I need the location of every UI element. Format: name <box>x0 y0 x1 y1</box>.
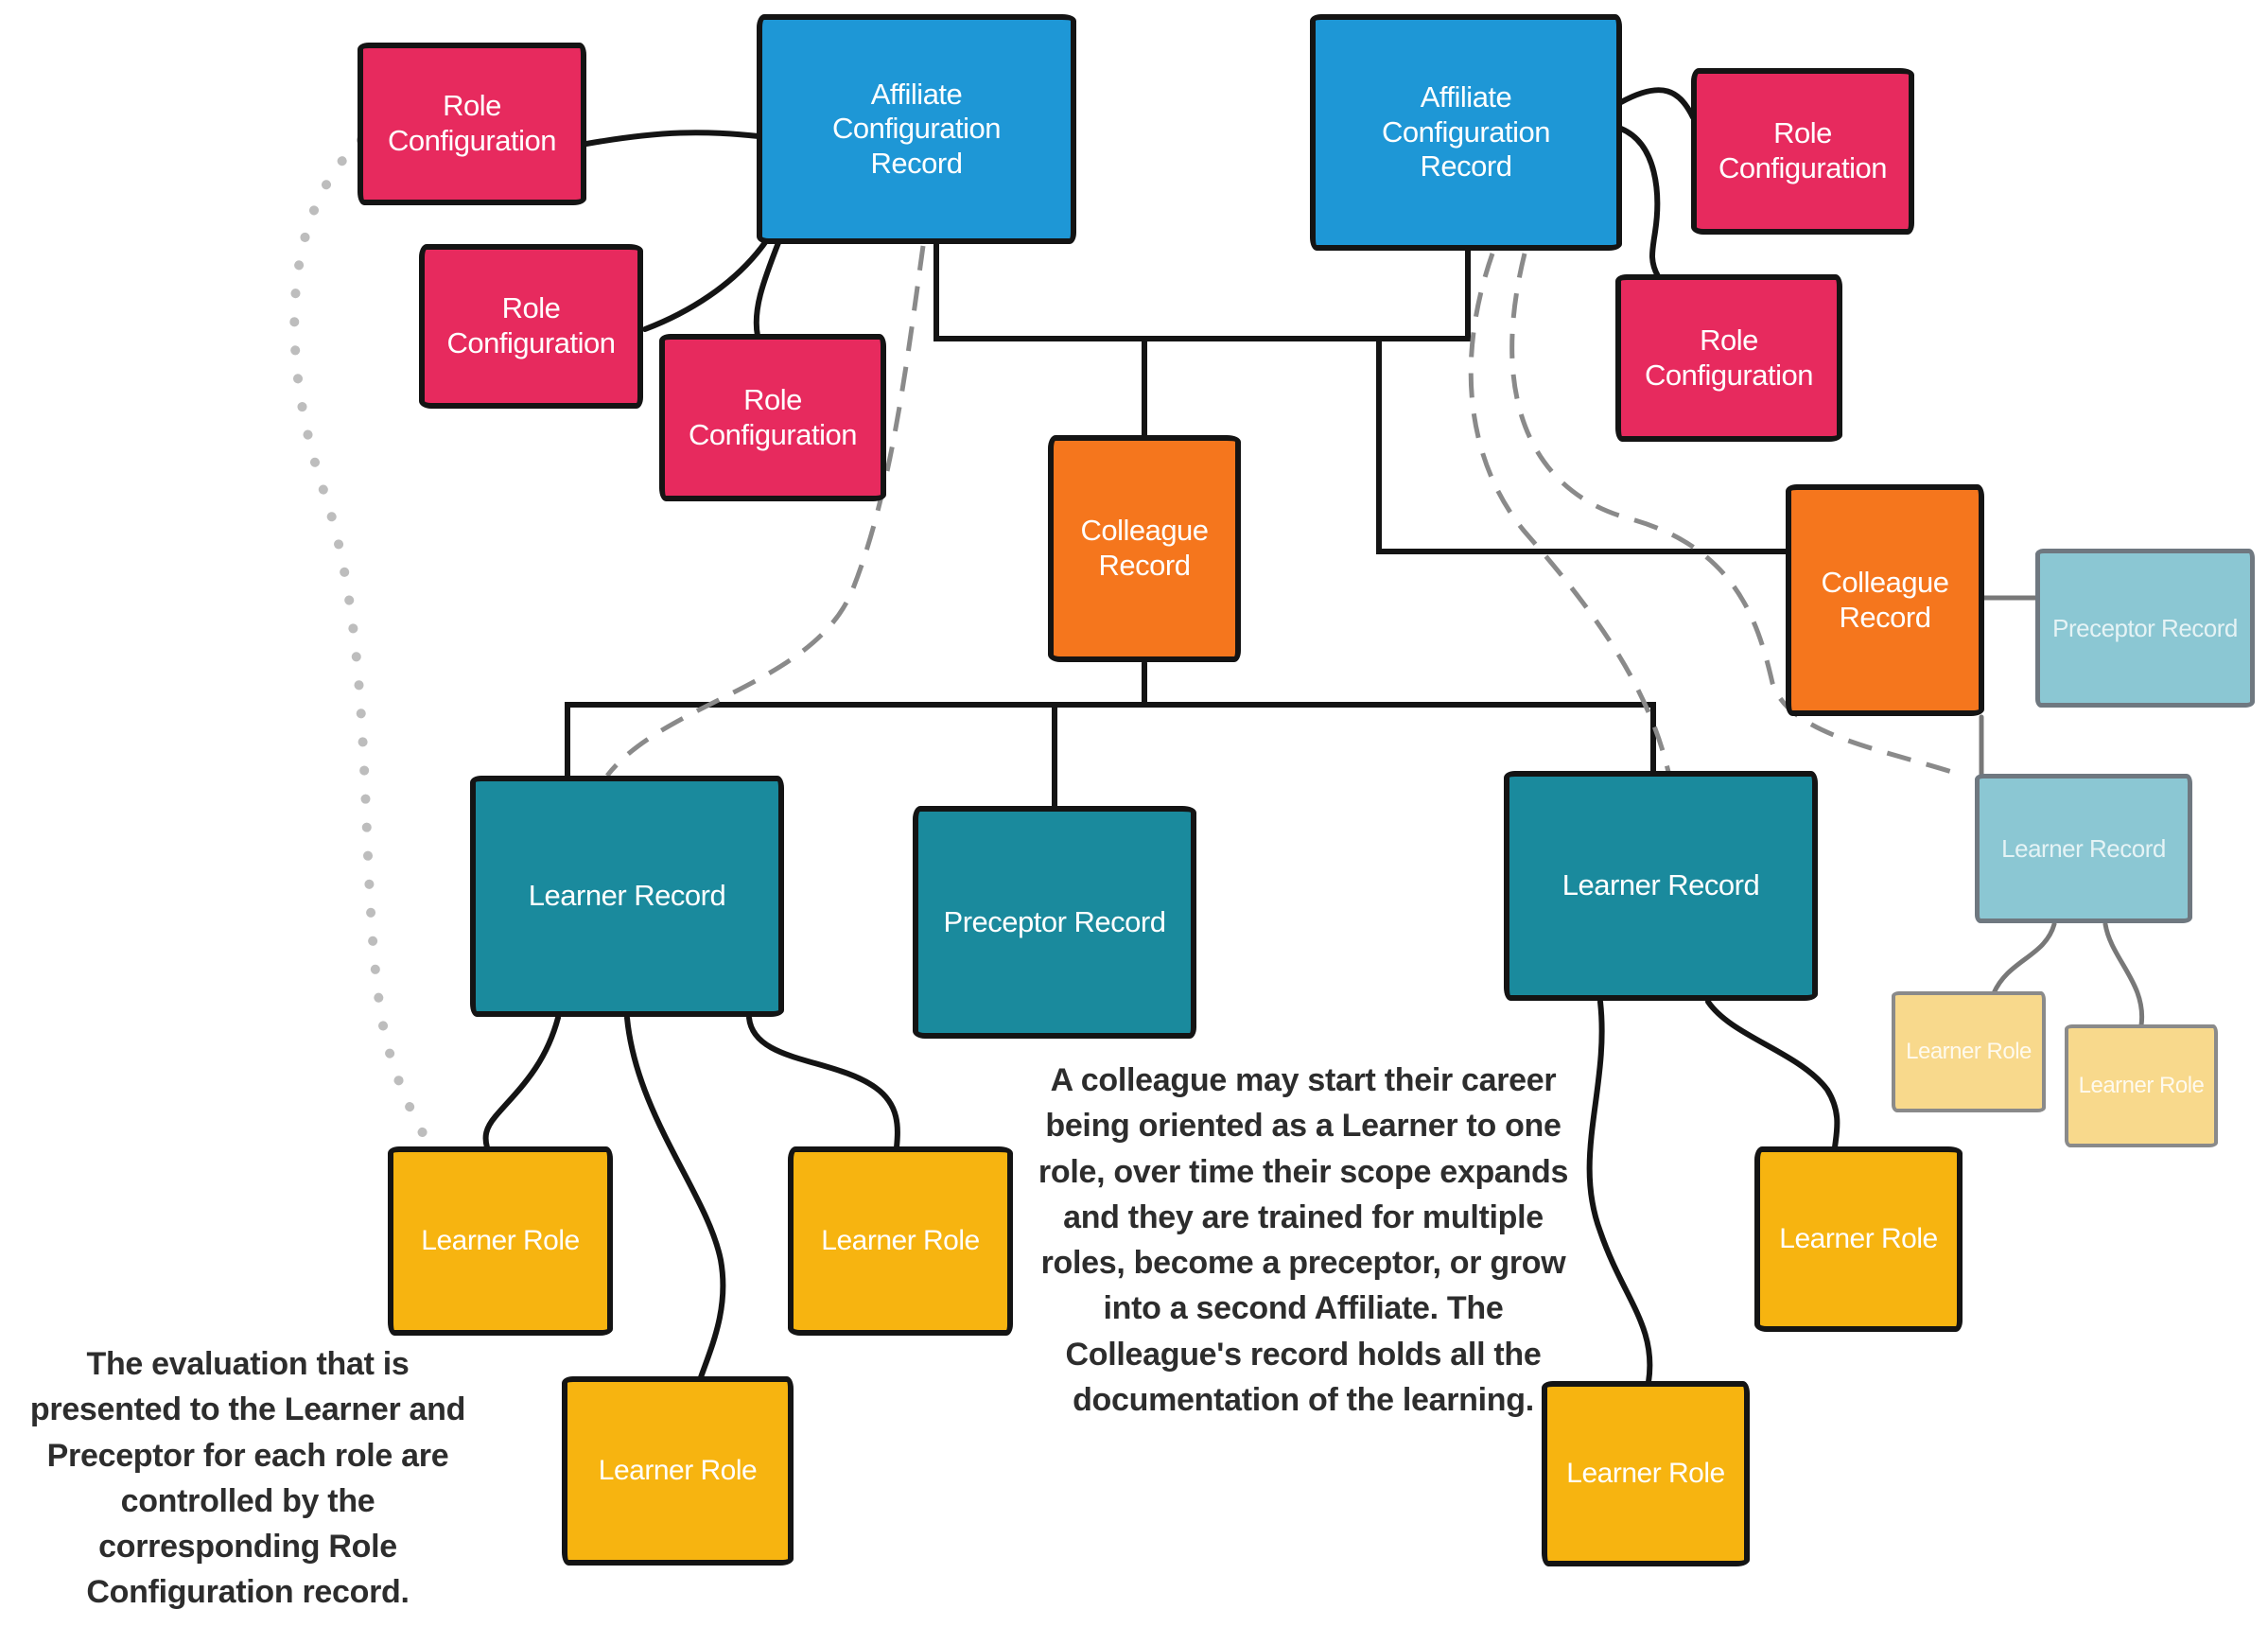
node-role-configuration-2: Role Configuration <box>419 244 643 409</box>
node-label: Learner Record <box>1561 868 1760 902</box>
node-label: Learner Record <box>2001 833 2166 863</box>
node-learner-role-2: Learner Role <box>788 1146 1013 1336</box>
note-left: The evaluation that is presented to the … <box>29 1346 466 1611</box>
node-label: Learner Role <box>598 1455 758 1487</box>
node-label: Learner Role <box>1906 1039 2032 1064</box>
node-preceptor-record-light: Preceptor Record <box>2035 549 2255 708</box>
node-label: Learner Role <box>821 1225 980 1257</box>
node-label: Role Configuration <box>1645 323 1813 392</box>
node-affiliate-configuration-record-2: Affiliate Configuration Record <box>1310 14 1622 251</box>
node-learner-record-light: Learner Record <box>1975 774 2192 923</box>
dotted-connector <box>289 135 436 1153</box>
node-label: Role Configuration <box>1718 116 1887 184</box>
node-label: Learner Role <box>1566 1458 1725 1490</box>
node-label: Learner Record <box>528 879 726 913</box>
node-learner-role-right-2: Learner Role <box>1542 1381 1750 1566</box>
node-label: Preceptor Record <box>943 904 1166 938</box>
gray-connectors <box>1979 595 2145 1028</box>
node-learner-role-3: Learner Role <box>562 1376 794 1566</box>
node-role-configuration-4: Role Configuration <box>1691 68 1914 235</box>
node-affiliate-configuration-record-1: Affiliate Configuration Record <box>757 14 1076 244</box>
node-label: Learner Role <box>2078 1073 2205 1098</box>
node-label: Role Configuration <box>388 89 556 157</box>
node-learner-role-light-1: Learner Role <box>1892 991 2046 1112</box>
node-preceptor-record-center: Preceptor Record <box>913 806 1196 1039</box>
node-learner-role-light-2: Learner Role <box>2065 1024 2218 1147</box>
node-label: Affiliate Configuration Record <box>1382 80 1550 184</box>
solid-connectors <box>482 87 1841 1385</box>
node-label: Learner Role <box>421 1225 580 1257</box>
node-colleague-record-2: Colleague Record <box>1786 484 1984 716</box>
node-learner-record-left: Learner Record <box>470 776 784 1017</box>
node-role-configuration-1: Role Configuration <box>358 43 586 205</box>
node-label: Learner Role <box>1779 1223 1938 1255</box>
node-label: Role Configuration <box>446 291 616 359</box>
node-colleague-record-1: Colleague Record <box>1048 435 1241 662</box>
node-role-configuration-5: Role Configuration <box>1615 274 1842 442</box>
node-learner-record-right: Learner Record <box>1504 771 1818 1001</box>
node-label: Colleague Record <box>1080 514 1209 582</box>
node-label: Colleague Record <box>1821 565 1949 634</box>
node-label: Role Configuration <box>689 382 857 451</box>
node-label: Preceptor Record <box>2052 613 2238 642</box>
node-learner-role-right-1: Learner Role <box>1754 1146 1963 1332</box>
node-role-configuration-3: Role Configuration <box>659 334 886 501</box>
dashed-connectors <box>605 245 1964 779</box>
node-label: Affiliate Configuration Record <box>832 77 1001 180</box>
note-center: A colleague may start their career being… <box>1038 1062 1569 1418</box>
node-learner-role-1: Learner Role <box>388 1146 613 1336</box>
